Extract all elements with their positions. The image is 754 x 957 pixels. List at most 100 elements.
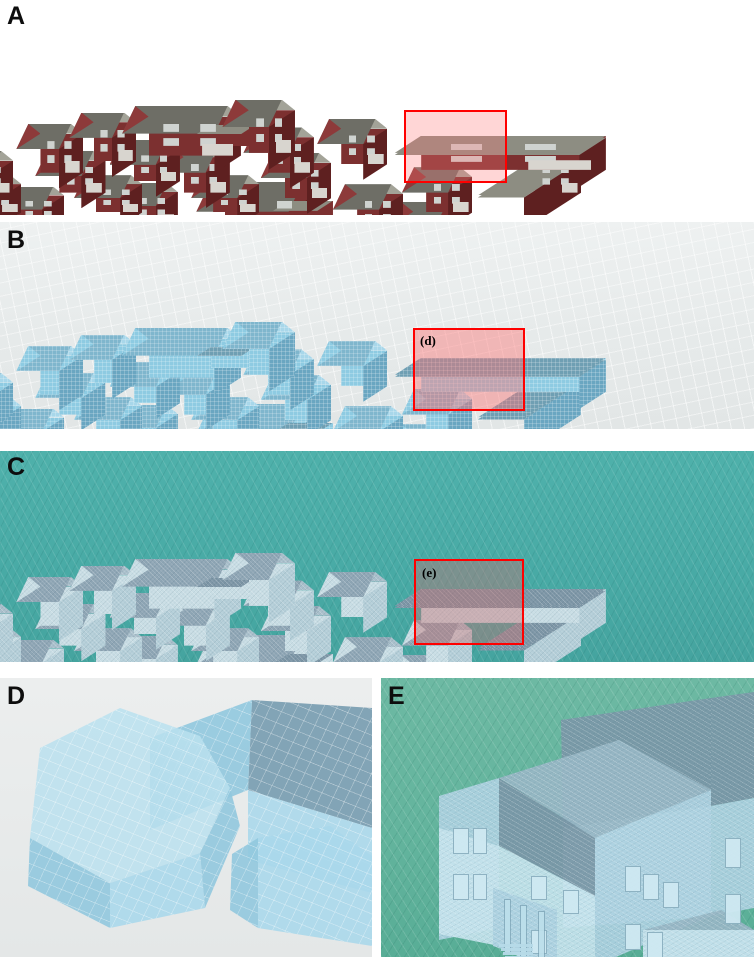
mesh-face: [528, 160, 591, 170]
panel-letter-b: B: [7, 226, 25, 254]
inset-label-e: (e): [422, 565, 437, 580]
porch-column: [539, 912, 544, 957]
mesh-face: [452, 183, 460, 191]
mesh-face: [394, 588, 606, 606]
panel-letter-e: E: [388, 682, 405, 710]
panel-e: E: [381, 678, 754, 957]
mesh-face: [191, 176, 199, 184]
mesh-face: [256, 118, 265, 127]
mesh-face: [86, 183, 102, 193]
mesh-face: [293, 156, 302, 164]
mesh-face: [368, 153, 384, 165]
mesh-face: [433, 196, 442, 204]
mesh-face: [364, 213, 373, 215]
mesh-face: [2, 203, 18, 213]
mesh-face: [64, 141, 72, 149]
mesh-face: [160, 171, 177, 182]
porch-step: [499, 944, 533, 947]
panel-letter-d: D: [7, 682, 25, 710]
mesh-face: [202, 143, 234, 156]
mesh-face: [239, 203, 256, 213]
mesh-window: [625, 866, 641, 892]
mesh-face: [157, 197, 166, 205]
mesh-face: [210, 181, 227, 193]
mesh-window: [473, 828, 487, 854]
panel-c: (e) C: [0, 451, 754, 662]
mesh-face: [367, 135, 375, 143]
mesh-window: [453, 828, 469, 854]
mesh-face: [141, 166, 149, 174]
panel-a-scene: [0, 0, 754, 215]
mesh-face: [239, 189, 247, 196]
mesh-face: [121, 189, 130, 196]
mesh-face: [43, 211, 52, 215]
mesh-face: [382, 213, 391, 215]
mesh-face: [348, 148, 357, 156]
mesh-face: [561, 183, 578, 193]
mesh-face: [47, 141, 55, 149]
panel-d: D: [0, 678, 372, 957]
mesh-face: [524, 155, 556, 162]
mesh-face: [364, 200, 373, 208]
mesh-face: [85, 178, 94, 185]
mesh-face: [157, 209, 166, 215]
porch-step: [501, 948, 533, 951]
mesh-face: [256, 133, 265, 143]
mesh-window: [563, 890, 579, 914]
mesh-face: [389, 655, 448, 662]
mesh-face: [276, 200, 293, 209]
mesh-face: [200, 124, 216, 132]
mesh-face: [103, 199, 112, 206]
mesh-face: [100, 143, 108, 152]
mesh-face: [64, 155, 72, 163]
mesh-face: [103, 189, 112, 196]
mesh-face: [272, 422, 333, 429]
mesh-window: [663, 882, 679, 908]
mesh-face: [85, 166, 94, 174]
mesh-face: [258, 826, 372, 946]
mesh-face: [0, 372, 14, 383]
mesh-face: [310, 182, 319, 190]
mesh-face: [100, 129, 108, 138]
mesh-face: [0, 183, 10, 193]
mesh-face: [191, 163, 199, 171]
mesh-window: [531, 876, 547, 900]
highlight-box-b: [413, 328, 525, 411]
mesh-face: [452, 196, 460, 204]
mesh-face: [292, 182, 301, 190]
mesh-face: [141, 155, 149, 162]
mesh-face: [439, 828, 499, 946]
mesh-face: [542, 178, 551, 185]
mesh-face: [272, 653, 333, 662]
mesh-window: [643, 874, 659, 900]
panel-d-scene: [0, 678, 372, 957]
mesh-face: [524, 144, 556, 151]
mesh-window: [725, 894, 741, 924]
mesh-window: [625, 924, 641, 950]
mesh-face: [209, 176, 218, 184]
mesh-face: [1, 199, 9, 206]
panel-b-scene: [0, 222, 754, 429]
mesh-face: [389, 424, 448, 429]
mesh-face: [275, 140, 292, 153]
mesh-face: [230, 838, 258, 928]
inset-label-d: (d): [420, 333, 436, 348]
mesh-face: [450, 144, 483, 151]
mesh-face: [30, 708, 230, 883]
mesh-face: [293, 143, 302, 152]
mesh-face: [450, 155, 483, 162]
mesh-face: [367, 148, 375, 156]
panel-b-ground: [0, 222, 754, 429]
mesh-face: [560, 166, 569, 174]
mesh-face: [382, 200, 391, 208]
porch-column: [505, 900, 510, 952]
mesh-face: [200, 138, 216, 146]
mesh-face: [25, 200, 34, 207]
mesh-window: [453, 874, 469, 900]
mesh-face: [0, 178, 1, 185]
panel-letter-c: C: [7, 453, 25, 481]
panel-gap-de: [372, 678, 381, 957]
mesh-face: [311, 187, 328, 199]
panel-c-ground: [0, 451, 754, 662]
mesh-face: [196, 346, 256, 357]
